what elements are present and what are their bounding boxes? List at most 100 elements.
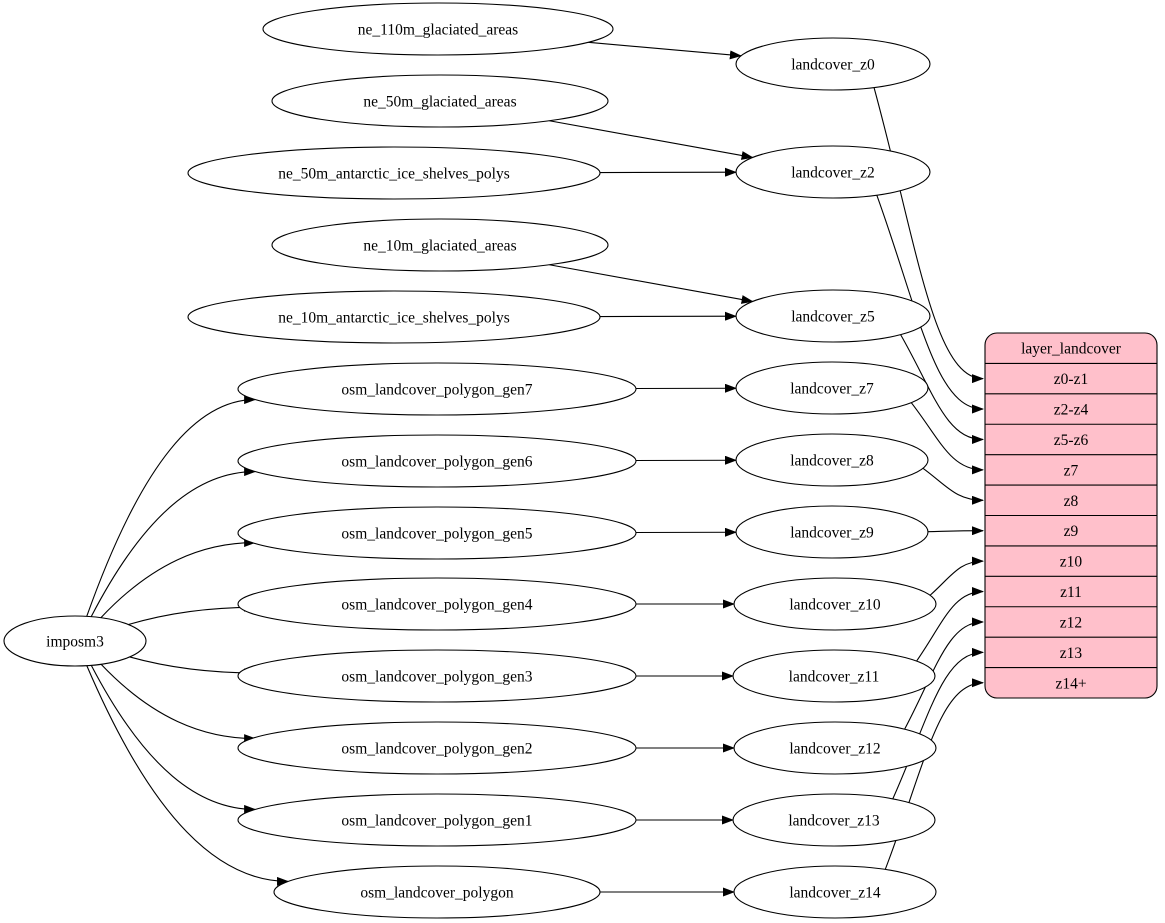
- layer-row-z10: z10: [1060, 554, 1083, 571]
- node-label-landcover_z14: landcover_z14: [789, 885, 880, 902]
- node-landcover_z12: landcover_z12: [733, 721, 937, 775]
- node-ellipse-ne_10m_glaciated_areas: [271, 218, 609, 272]
- node-label-landcover_z5: landcover_z5: [791, 309, 875, 326]
- node-label-landcover_z7: landcover_z7: [790, 381, 874, 398]
- edge-imposm3-to-osm_landcover_polygon_gen1: [90, 665, 257, 814]
- edge-landcover_z5-to-layer_landcover-row-z5-z6: [900, 334, 984, 444]
- node-osm_landcover_polygon_gen7: osm_landcover_polygon_gen7: [237, 362, 637, 416]
- node-label-ne_110m_glaciated_areas: ne_110m_glaciated_areas: [358, 22, 518, 39]
- edge-landcover_z10-to-layer_landcover-row-z10: [929, 556, 984, 596]
- node-ellipse-osm_landcover_polygon_gen3: [237, 649, 637, 703]
- node-ellipse-landcover_z10: [733, 577, 937, 631]
- node-ellipse-landcover_z5: [735, 289, 931, 343]
- node-landcover_z14: landcover_z14: [733, 865, 937, 919]
- node-ellipse-landcover_z11: [732, 649, 936, 703]
- edge-ne_50m_glaciated_areas-to-landcover_z2: [549, 120, 754, 160]
- node-ellipse-osm_landcover_polygon_gen2: [237, 721, 637, 775]
- node-ellipse-ne_50m_antarctic_ice_shelves_polys: [187, 146, 601, 200]
- node-label-osm_landcover_polygon_gen6: osm_landcover_polygon_gen6: [341, 454, 532, 471]
- layer-row-z7: z7: [1064, 462, 1079, 479]
- node-landcover_z9: landcover_z9: [735, 505, 929, 559]
- edge-imposm3-to-osm_landcover_polygon_gen2: [100, 663, 257, 744]
- node-label-osm_landcover_polygon_gen1: osm_landcover_polygon_gen1: [341, 813, 532, 830]
- edge-landcover_z13-to-layer_landcover-row-z13: [892, 647, 984, 800]
- node-ne_110m_glaciated_areas: ne_110m_glaciated_areas: [262, 2, 614, 56]
- node-ellipse-landcover_z13: [732, 793, 936, 847]
- node-osm_landcover_polygon_gen5: osm_landcover_polygon_gen5: [237, 506, 637, 560]
- edge-ne_10m_glaciated_areas-to-landcover_z5: [549, 264, 754, 304]
- edges-group: [86, 41, 984, 897]
- node-imposm3: imposm3: [3, 615, 147, 667]
- node-ne_10m_glaciated_areas: ne_10m_glaciated_areas: [271, 218, 609, 272]
- node-landcover_z2: landcover_z2: [735, 145, 931, 199]
- node-label-ne_10m_antarctic_ice_shelves_polys: ne_10m_antarctic_ice_shelves_polys: [278, 310, 510, 327]
- edge-landcover_z14-to-layer_landcover-row-z14+: [884, 678, 984, 870]
- node-ellipse-osm_landcover_polygon_gen1: [237, 793, 637, 847]
- edge-landcover_z0-to-layer_landcover-row-z0-z1: [873, 87, 984, 384]
- layer-row-z0-z1: z0-z1: [1054, 371, 1088, 388]
- nodes-group: imposm3 ne_110m_glaciated_areas ne_50m_gla…: [3, 2, 1158, 919]
- layer-row-z12: z12: [1060, 614, 1082, 631]
- node-ellipse-ne_50m_glaciated_areas: [271, 74, 609, 128]
- node-label-osm_landcover_polygon_gen2: osm_landcover_polygon_gen2: [341, 741, 532, 758]
- node-ellipse-osm_landcover_polygon_gen5: [237, 506, 637, 560]
- node-osm_landcover_polygon_gen3: osm_landcover_polygon_gen3: [237, 649, 637, 703]
- layer-row-z9: z9: [1064, 523, 1079, 540]
- node-layer_landcover: layer_landcoverz0-z1z2-z4z5-z6z7z8z9z10z…: [984, 332, 1158, 699]
- node-label-landcover_z13: landcover_z13: [788, 813, 879, 830]
- edge-imposm3-to-osm_landcover_polygon_gen4: [128, 602, 257, 626]
- node-landcover_z5: landcover_z5: [735, 289, 931, 343]
- node-label-landcover_z8: landcover_z8: [790, 453, 874, 470]
- node-label-landcover_z2: landcover_z2: [791, 165, 875, 182]
- node-landcover_z13: landcover_z13: [732, 793, 936, 847]
- layer-row-z8: z8: [1064, 493, 1079, 510]
- layer-row-z11: z11: [1060, 584, 1082, 601]
- node-ellipse-osm_landcover_polygon_gen7: [237, 362, 637, 416]
- node-ellipse-ne_10m_antarctic_ice_shelves_polys: [187, 290, 601, 344]
- node-label-landcover_z9: landcover_z9: [790, 525, 874, 542]
- node-label-ne_50m_antarctic_ice_shelves_polys: ne_50m_antarctic_ice_shelves_polys: [278, 166, 510, 183]
- edge-landcover_z8-to-layer_landcover-row-z8: [922, 467, 984, 505]
- edge-ne_110m_glaciated_areas-to-landcover_z0: [588, 41, 742, 60]
- edge-landcover_z12-to-layer_landcover-row-z12: [904, 617, 984, 730]
- node-ellipse-osm_landcover_polygon_gen4: [237, 577, 637, 631]
- edge-imposm3-to-osm_landcover_polygon: [86, 665, 290, 886]
- edge-imposm3-to-osm_landcover_polygon_gen6: [90, 467, 257, 617]
- node-label-landcover_z11: landcover_z11: [789, 669, 880, 686]
- edge-imposm3-to-osm_landcover_polygon_gen3: [129, 656, 257, 678]
- node-landcover_z7: landcover_z7: [735, 361, 929, 415]
- node-ellipse-landcover_z8: [735, 433, 929, 487]
- edge-landcover_z11-to-layer_landcover-row-z11: [916, 587, 984, 662]
- node-ellipse-osm_landcover_polygon: [273, 865, 601, 919]
- edge-imposm3-to-osm_landcover_polygon_gen7: [86, 395, 257, 617]
- node-ellipse-landcover_z12: [733, 721, 937, 775]
- node-ellipse-landcover_z7: [735, 361, 929, 415]
- edge-landcover_z7-to-layer_landcover-row-z7: [910, 402, 984, 475]
- edge-landcover_z2-to-layer_landcover-row-z2-z4: [876, 195, 984, 414]
- node-label-landcover_z0: landcover_z0: [791, 57, 875, 74]
- node-ne_50m_glaciated_areas: ne_50m_glaciated_areas: [271, 74, 609, 128]
- node-osm_landcover_polygon_gen1: osm_landcover_polygon_gen1: [237, 793, 637, 847]
- node-label-osm_landcover_polygon_gen5: osm_landcover_polygon_gen5: [341, 526, 532, 543]
- node-ellipse-landcover_z0: [735, 37, 931, 91]
- node-ne_50m_antarctic_ice_shelves_polys: ne_50m_antarctic_ice_shelves_polys: [187, 146, 601, 200]
- node-label-imposm3: imposm3: [46, 634, 104, 651]
- node-osm_landcover_polygon_gen4: osm_landcover_polygon_gen4: [237, 577, 637, 631]
- node-ellipse-imposm3: [3, 615, 147, 667]
- node-ellipse-landcover_z9: [735, 505, 929, 559]
- layer-row-z2-z4: z2-z4: [1054, 402, 1089, 419]
- node-label-osm_landcover_polygon_gen4: osm_landcover_polygon_gen4: [341, 597, 532, 614]
- node-ellipse-osm_landcover_polygon_gen6: [237, 434, 637, 488]
- edge-landcover_z9-to-layer_landcover-row-z9: [927, 526, 984, 536]
- node-label-ne_10m_glaciated_areas: ne_10m_glaciated_areas: [363, 238, 516, 255]
- node-ellipse-landcover_z2: [735, 145, 931, 199]
- node-landcover_z8: landcover_z8: [735, 433, 929, 487]
- edge-imposm3-to-osm_landcover_polygon_gen5: [100, 538, 257, 619]
- node-label-landcover_z10: landcover_z10: [789, 597, 880, 614]
- node-label-osm_landcover_polygon_gen3: osm_landcover_polygon_gen3: [341, 669, 532, 686]
- layer-row-z5-z6: z5-z6: [1054, 432, 1089, 449]
- node-osm_landcover_polygon: osm_landcover_polygon: [273, 865, 601, 919]
- node-label-osm_landcover_polygon_gen7: osm_landcover_polygon_gen7: [341, 382, 532, 399]
